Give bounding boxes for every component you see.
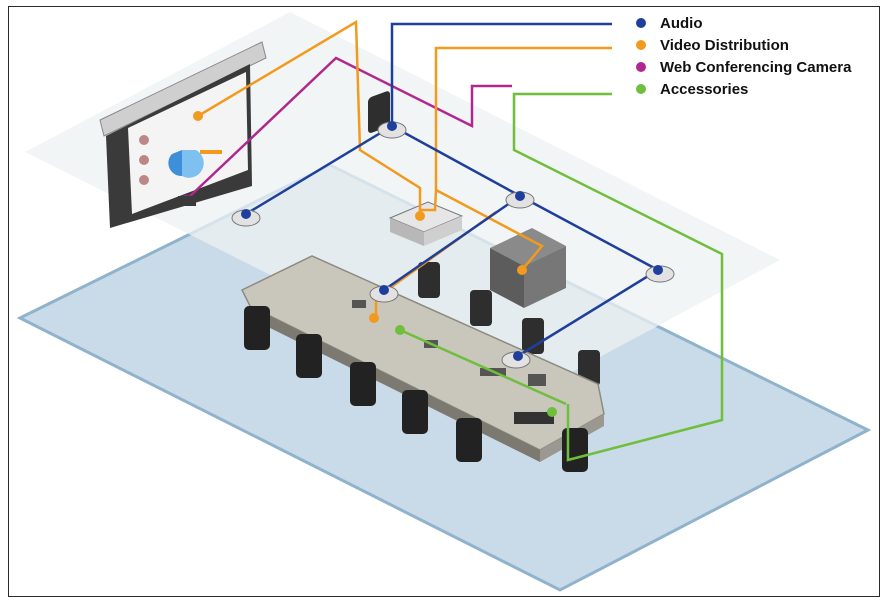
legend-dot-accessories bbox=[636, 84, 646, 94]
legend-label: Accessories bbox=[660, 80, 749, 98]
audio-cable-table bbox=[383, 194, 521, 292]
projector bbox=[388, 201, 464, 246]
legend-item-audio: Audio bbox=[636, 12, 851, 34]
video-cable bbox=[197, 19, 612, 212]
legend-dot-camera bbox=[636, 62, 646, 72]
equipment-rack bbox=[490, 228, 566, 308]
accessories-cable bbox=[512, 92, 724, 462]
legend-dot-video bbox=[636, 40, 646, 50]
legend-item-accessories: Accessories bbox=[636, 78, 851, 100]
legend-item-video: Video Distribution bbox=[636, 34, 851, 56]
camera-cable bbox=[185, 56, 512, 201]
camera-icon bbox=[178, 196, 196, 206]
video-cable-rack bbox=[435, 188, 544, 271]
legend-dot-audio bbox=[636, 18, 646, 28]
chairs-front-row bbox=[244, 306, 588, 472]
legend-label: Web Conferencing Camera bbox=[660, 58, 852, 76]
legend-item-camera: Web Conferencing Camera bbox=[636, 56, 851, 78]
chairs-back-row bbox=[368, 91, 600, 386]
legend-label: Audio bbox=[660, 14, 703, 32]
legend: Audio Video Distribution Web Conferencin… bbox=[636, 12, 851, 100]
audio-cable bbox=[390, 22, 612, 126]
accessories-cable-table bbox=[399, 328, 567, 406]
legend-label: Video Distribution bbox=[660, 36, 789, 54]
